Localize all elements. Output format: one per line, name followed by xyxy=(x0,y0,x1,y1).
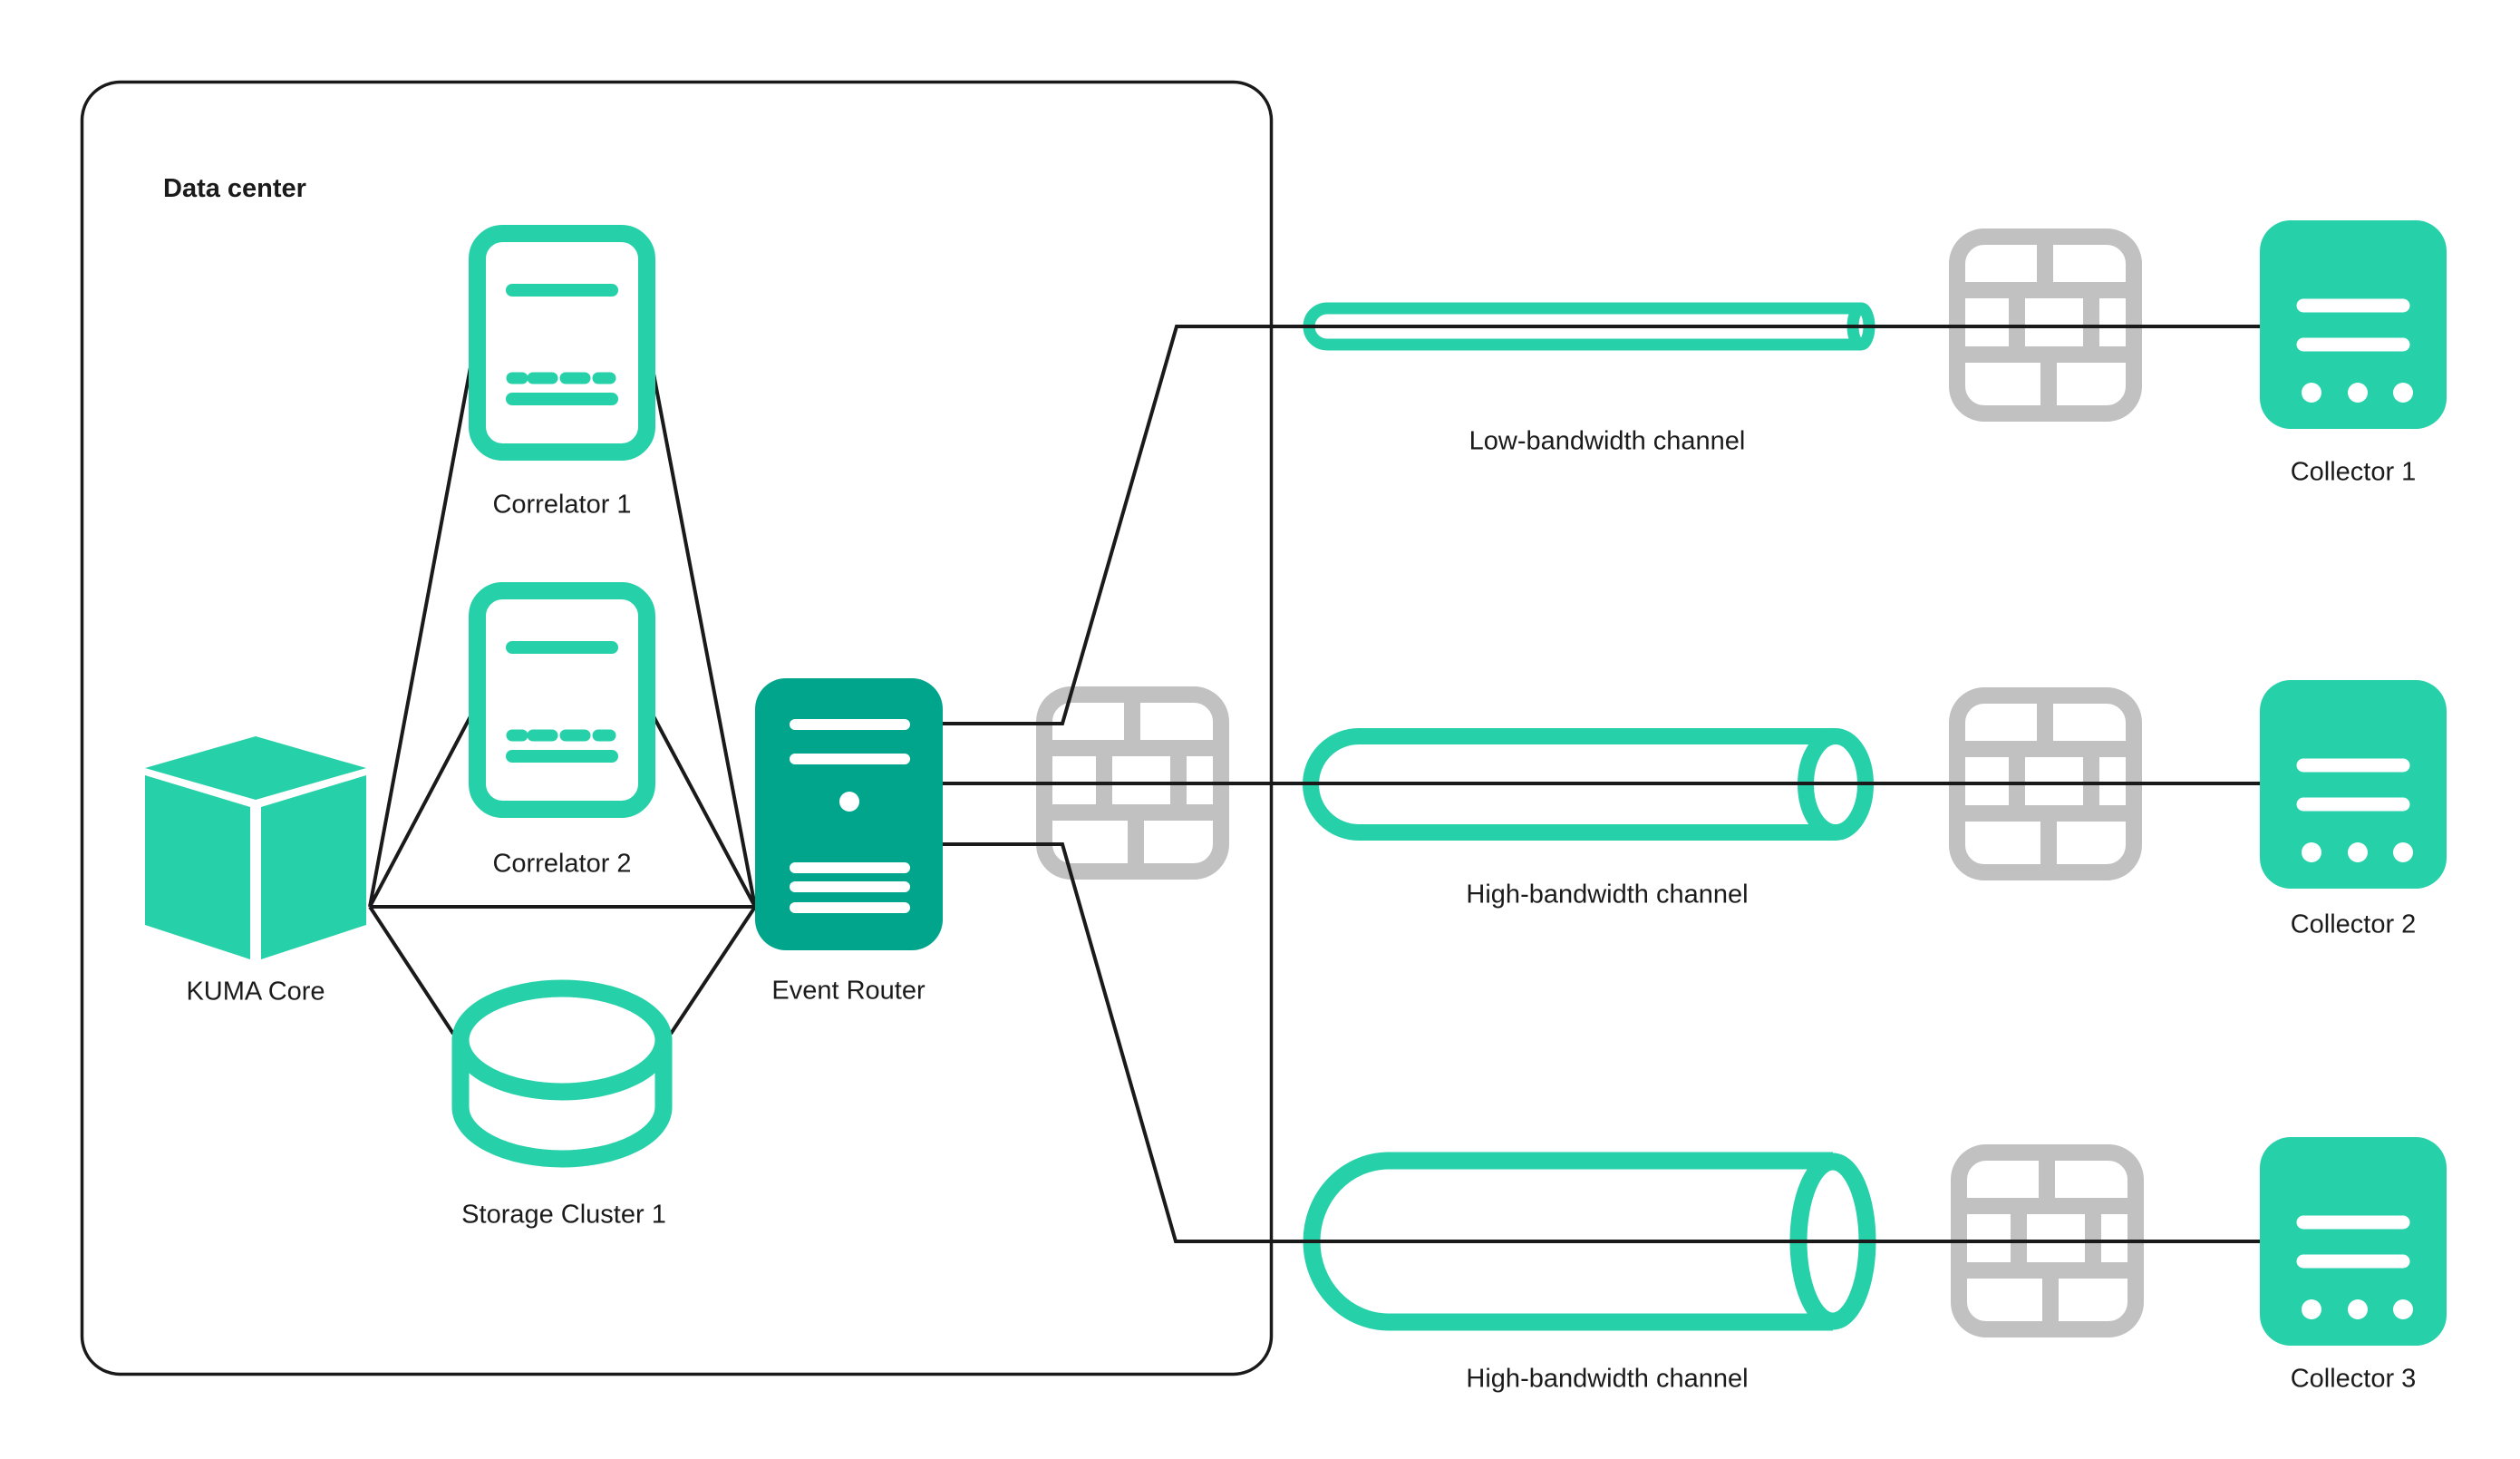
correlator-1-label: Correlator 1 xyxy=(492,490,632,520)
collector-1-label: Collector 1 xyxy=(2290,457,2417,487)
collector-icon xyxy=(2260,220,2447,429)
channel-2-label: High-bandwidth channel xyxy=(1466,880,1749,909)
internal-connections xyxy=(368,366,757,1036)
collector-icon xyxy=(2260,1137,2447,1346)
cube-icon xyxy=(145,736,366,959)
channel-3-label: High-bandwidth channel xyxy=(1466,1364,1749,1394)
storage-cluster-label: Storage Cluster 1 xyxy=(461,1200,666,1230)
server-icon xyxy=(755,678,943,950)
channel-1-label: Low-bandwidth channel xyxy=(1468,426,1746,456)
collector-icon xyxy=(2260,680,2447,889)
document-icon xyxy=(469,582,655,818)
connection-collector-1 xyxy=(943,325,2260,725)
correlator-2-label: Correlator 2 xyxy=(492,849,632,879)
collector-2-label: Collector 2 xyxy=(2290,909,2417,939)
event-router-label: Event Router xyxy=(771,976,926,1006)
document-icon xyxy=(469,225,655,461)
data-center-box xyxy=(80,80,1274,1376)
data-center-label: Data center xyxy=(163,174,306,203)
kuma-core-label: KUMA Core xyxy=(186,977,325,1007)
collector-3-label: Collector 3 xyxy=(2290,1364,2417,1394)
connection-collector-3 xyxy=(943,842,2260,1243)
database-cylinder-icon xyxy=(451,979,673,1168)
